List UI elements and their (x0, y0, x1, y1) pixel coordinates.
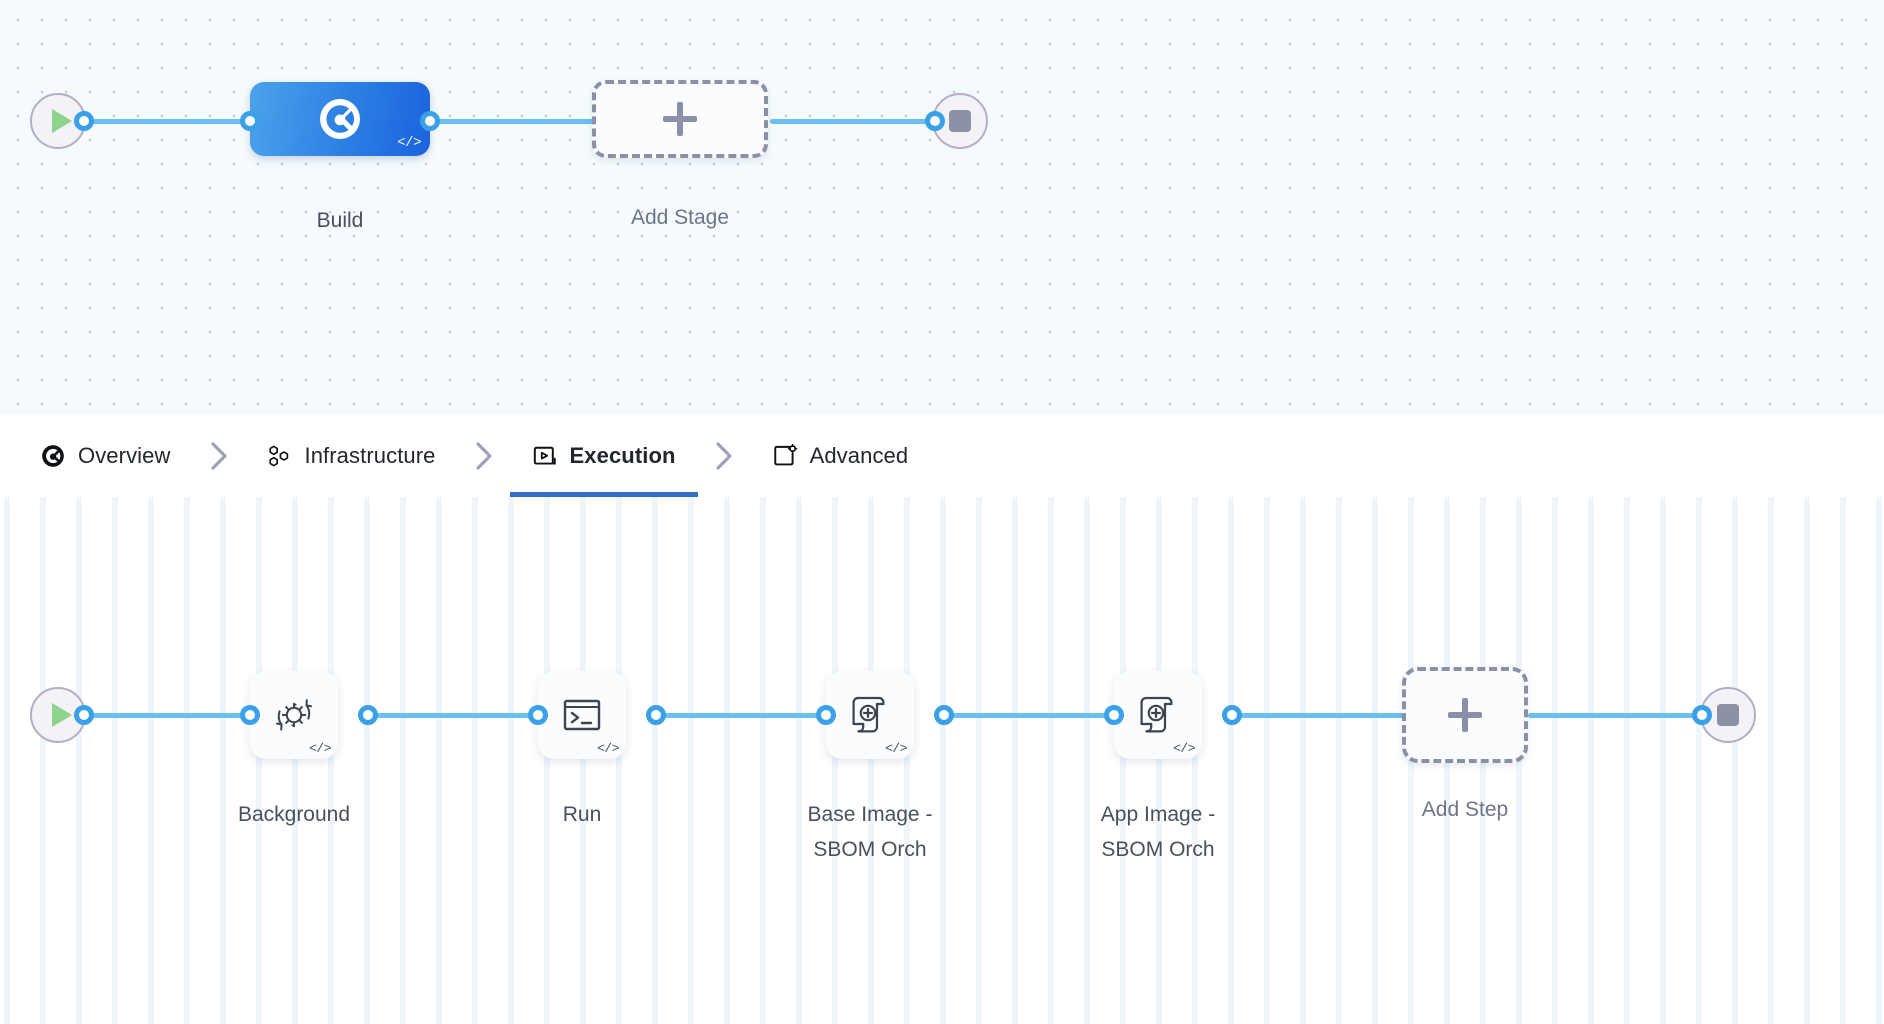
port-appimage-out[interactable] (1222, 705, 1242, 725)
step-node-background[interactable]: </> (250, 671, 338, 759)
add-step-node[interactable] (1402, 667, 1528, 763)
tab-advanced-label: Advanced (809, 443, 909, 468)
tab-overview[interactable]: Overview (18, 415, 193, 497)
step-node-base-image-sbom[interactable]: </> (826, 671, 914, 759)
advanced-icon (773, 443, 797, 466)
tab-infrastructure[interactable]: Infrastructure (245, 415, 458, 497)
add-step-label: Add Step (1421, 798, 1509, 821)
port-exec-end-in[interactable] (1692, 705, 1712, 725)
edge-run-to-baseimage (656, 713, 838, 718)
port-build-out[interactable] (420, 111, 440, 131)
step-node-app-image-sbom[interactable]: </> (1114, 671, 1202, 759)
terminal-icon (563, 699, 601, 731)
code-badge: </> (309, 741, 331, 756)
play-icon (51, 703, 72, 727)
step-node-run[interactable]: </> (538, 671, 626, 759)
chevron-right-icon (199, 436, 239, 476)
stage-graph-canvas[interactable]: </> Build Add Stage (0, 0, 1884, 415)
sbom-scroll-icon (1140, 696, 1173, 733)
tab-overview-label: Overview (78, 443, 171, 468)
chevron-right-icon (464, 436, 504, 476)
execution-icon (533, 446, 556, 465)
code-badge: </> (597, 741, 619, 756)
add-stage-node[interactable] (592, 80, 768, 158)
port-baseimage-in[interactable] (816, 705, 836, 725)
stage-node-build-label: Build (316, 209, 364, 232)
stop-icon (1717, 704, 1739, 726)
stage-config-tabbar: Overview Infrastructure Execution (0, 415, 1884, 497)
stop-icon (949, 110, 971, 132)
edge-start-to-build (84, 119, 260, 124)
port-start-out[interactable] (74, 111, 94, 131)
code-badge: </> (397, 135, 421, 151)
stage-node-build[interactable]: </> (250, 82, 430, 156)
tab-execution[interactable]: Execution (509, 415, 698, 497)
port-build-in[interactable] (240, 111, 260, 131)
port-baseimage-out[interactable] (934, 705, 954, 725)
code-badge: </> (1173, 741, 1195, 756)
edge-start-to-background (84, 713, 264, 718)
harness-build-icon (320, 99, 360, 139)
infrastructure-icon (268, 445, 288, 467)
edge-addstep-to-end (1528, 713, 1708, 718)
edge-addstage-to-end (770, 119, 942, 124)
port-exec-start-out[interactable] (74, 705, 94, 725)
edge-background-to-run (368, 713, 548, 718)
play-icon (51, 109, 72, 133)
port-appimage-in[interactable] (1104, 705, 1124, 725)
code-badge: </> (885, 741, 907, 756)
edge-baseimage-to-appimage (944, 713, 1126, 718)
step-node-background-label: Background (237, 803, 351, 826)
execution-end-node[interactable] (1700, 687, 1756, 743)
port-run-in[interactable] (528, 705, 548, 725)
plus-icon (663, 102, 697, 136)
execution-start-node[interactable] (30, 687, 86, 743)
tab-infrastructure-label: Infrastructure (304, 443, 436, 468)
tab-advanced[interactable]: Advanced (750, 415, 931, 497)
port-end-in[interactable] (925, 111, 945, 131)
step-node-run-label: Run (562, 803, 602, 826)
execution-graph-canvas[interactable]: </> Background </> Run (0, 497, 1884, 1024)
tab-execution-label: Execution (569, 443, 676, 468)
port-background-in[interactable] (240, 705, 260, 725)
plus-icon (1448, 698, 1482, 732)
step-node-base-image-sbom-label: Base Image - SBOM Orch (807, 803, 933, 861)
step-node-app-image-sbom-label: App Image - SBOM Orch (1100, 803, 1216, 861)
port-run-out[interactable] (646, 705, 666, 725)
chevron-right-icon (704, 436, 744, 476)
add-stage-label: Add Stage (630, 206, 730, 229)
edge-appimage-to-addstep (1232, 713, 1410, 718)
port-background-out[interactable] (358, 705, 378, 725)
sbom-scroll-icon (852, 696, 885, 733)
overview-icon (42, 445, 64, 467)
edge-build-to-addstage (430, 119, 600, 124)
gear-refresh-icon (276, 699, 312, 731)
